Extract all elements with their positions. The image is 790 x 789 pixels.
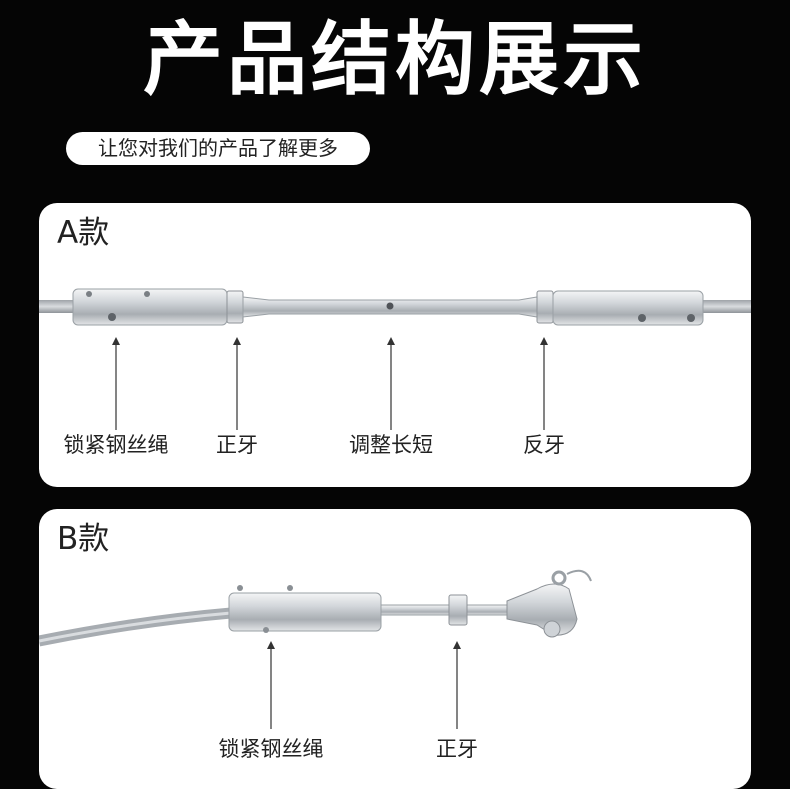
callout-label-right-thread: 正牙 [436,737,478,761]
card-label: A款 [57,215,110,251]
callout-label-lock-wire: 锁紧钢丝绳 [218,737,324,761]
card-label: B款 [57,521,110,557]
right-nut [536,290,554,324]
wire-rope-right [699,300,751,313]
turnbuckle-b-illustration [39,569,592,729]
right-sleeve [552,290,704,326]
threaded-rod [380,604,512,616]
jaw-end [506,583,578,636]
callout-label-left-thread: 反牙 [523,433,565,457]
left-nut [226,290,244,324]
left-sleeve [72,288,228,326]
product-card-b: B款 锁紧钢丝绳 正牙 [39,509,751,789]
nut [448,594,468,626]
callout-label-right-thread: 正牙 [216,433,258,457]
product-card-a: A款 锁紧钢丝绳 正牙 调整长短 反牙 [39,203,751,487]
sleeve [228,592,382,632]
wire-rope-left [39,300,79,313]
page-title: 产品结构展示 [143,12,647,106]
callout-label-lock-wire: 锁紧钢丝绳 [63,433,169,457]
callout-label-adjust-length: 调整长短 [349,433,433,457]
subtitle-pill: 让您对我们的产品了解更多 [66,132,370,165]
turnbuckle-a-illustration [39,288,751,430]
